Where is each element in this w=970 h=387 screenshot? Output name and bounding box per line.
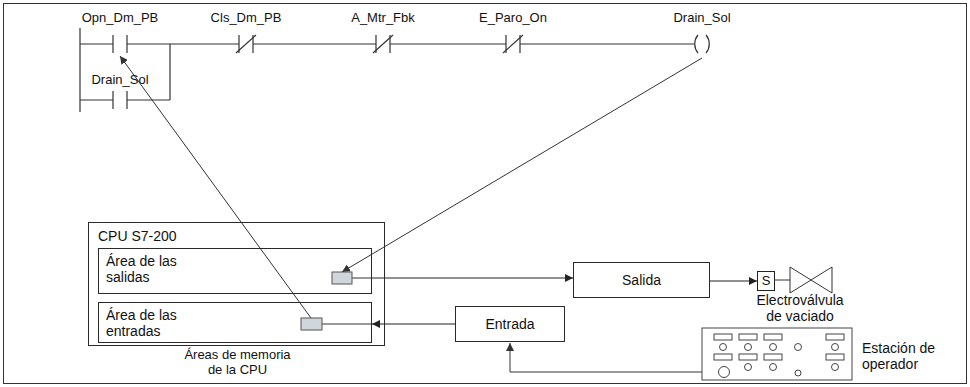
memory-area-box: Área de las entradas xyxy=(98,302,372,343)
box-label: Área de las entradas xyxy=(106,307,206,339)
rung-wire xyxy=(80,43,113,44)
panel-lamp xyxy=(832,344,839,351)
rung-wire xyxy=(390,43,506,44)
panel-lamp xyxy=(770,344,777,351)
rung-wire xyxy=(127,43,239,44)
cpu-box: CPU S7-200Áreas de memoria de la CPUÁrea… xyxy=(88,222,385,346)
rung-wire xyxy=(127,99,170,100)
operator-panel xyxy=(702,328,852,380)
connector-arrow xyxy=(372,278,573,279)
panel-key xyxy=(714,334,732,340)
contact-symbol xyxy=(112,91,113,109)
box-label: Área de las salidas xyxy=(106,253,206,285)
box-label: S xyxy=(762,274,771,288)
signal-wire xyxy=(510,343,702,372)
rung-wire xyxy=(169,44,170,100)
wire xyxy=(322,324,372,325)
panel-button xyxy=(719,367,730,378)
signal-name: Drain_Sol xyxy=(91,72,148,87)
panel-lamp xyxy=(745,364,752,371)
cpu-title: CPU S7-200 xyxy=(98,228,177,244)
panel-lamp xyxy=(795,344,802,351)
module-box: Salida xyxy=(573,262,710,298)
memory-area-box: Área de las salidas xyxy=(98,248,372,294)
signal-name: Cls_Dm_PB xyxy=(211,10,282,25)
valve-symbol xyxy=(790,267,832,293)
device-label: Electroválvula de vaciado xyxy=(748,292,852,324)
coil-symbol xyxy=(706,35,709,53)
memory-cell xyxy=(332,272,352,284)
connector-arrow xyxy=(710,281,757,282)
panel-body xyxy=(702,328,852,380)
signal-name: Drain_Sol xyxy=(673,10,730,25)
frame xyxy=(4,4,967,384)
memory-caption: Áreas de memoria de la CPU xyxy=(176,347,300,377)
panel-key xyxy=(739,334,757,340)
wire xyxy=(775,280,790,281)
box-label: Salida xyxy=(622,272,661,288)
panel-lamp xyxy=(720,344,727,351)
panel-lamp xyxy=(745,344,752,351)
signal-name: E_Paro_On xyxy=(479,10,547,25)
panel-lamp xyxy=(795,370,801,376)
panel-lamp xyxy=(770,364,777,371)
device-label: Estación de operador xyxy=(862,340,958,372)
contact-symbol xyxy=(112,35,113,53)
panel-key xyxy=(764,334,782,340)
rung-wire xyxy=(253,43,376,44)
rung-wire xyxy=(80,99,113,100)
panel-key xyxy=(826,334,844,340)
leader-arrow xyxy=(342,58,702,272)
module-box: Entrada xyxy=(455,306,565,342)
ladder-rung xyxy=(80,28,709,112)
solenoid-box: S xyxy=(757,271,775,291)
panel-key xyxy=(739,354,757,360)
panel-lamp xyxy=(832,364,839,371)
panel-key xyxy=(764,354,782,360)
panel-key xyxy=(826,354,844,360)
signal-name: Opn_Dm_PB xyxy=(82,10,159,25)
coil-symbol xyxy=(695,35,698,53)
rung-wire xyxy=(520,43,694,44)
panel-key xyxy=(714,354,732,360)
signal-name: A_Mtr_Fbk xyxy=(351,10,415,25)
box-label: Entrada xyxy=(485,316,534,332)
memory-cell xyxy=(301,318,322,330)
wire xyxy=(352,278,372,279)
leader-arrow xyxy=(120,56,790,372)
